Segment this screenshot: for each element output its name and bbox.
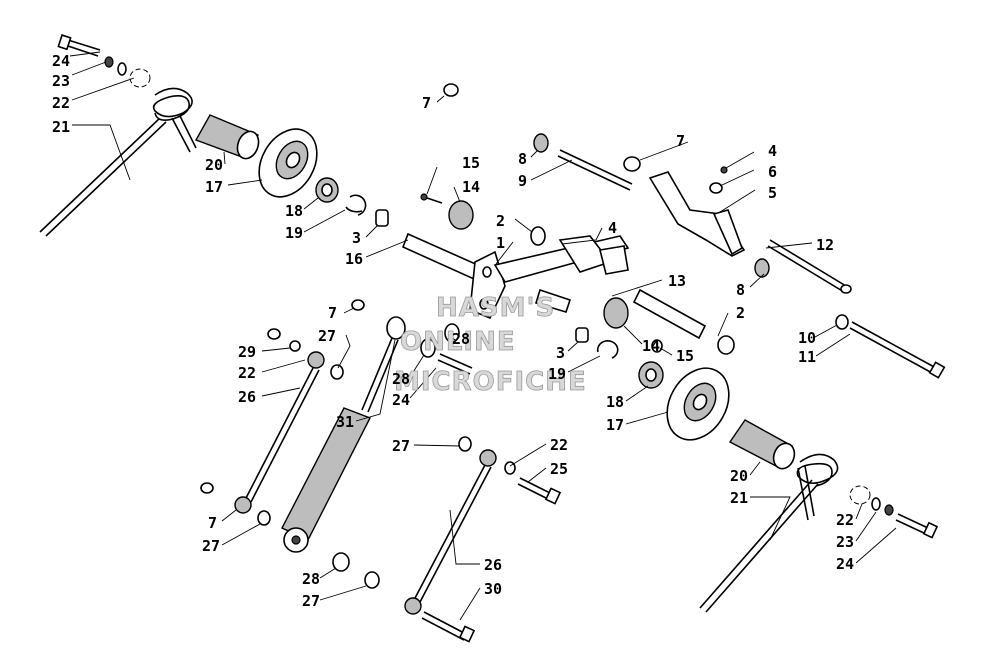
callout: 27: [318, 327, 336, 345]
bushing-upper: [420, 193, 546, 246]
callout: 9: [518, 172, 527, 190]
callout: 27: [302, 592, 320, 610]
callout: 16: [345, 250, 363, 268]
tube-left: [194, 114, 260, 160]
callout: 13: [668, 272, 686, 290]
callout: 7: [422, 94, 431, 112]
watermark-line-1: HASM'S: [436, 293, 555, 323]
callout: 22: [550, 436, 568, 454]
callout: 23: [836, 533, 854, 551]
bushing-lower: [575, 297, 663, 359]
callout: 15: [676, 347, 694, 365]
callout: 30: [484, 580, 502, 598]
upper-rod: [443, 83, 641, 191]
axle-right: [632, 288, 735, 355]
spring-arm-left: [39, 87, 197, 237]
callout: 18: [606, 393, 624, 411]
bolt-washers-right: [849, 485, 939, 539]
callout: 2: [496, 212, 505, 230]
callout: 7: [676, 132, 685, 150]
callout: 28: [392, 370, 410, 388]
shock-absorber: [281, 316, 406, 553]
bracket: [648, 166, 746, 257]
callout: 17: [606, 416, 624, 434]
tube-right: [728, 419, 796, 470]
callout: 7: [208, 514, 217, 532]
bottom-bushings: [332, 552, 380, 589]
callout: 3: [352, 229, 361, 247]
callout: 22: [238, 364, 256, 382]
callout: 19: [285, 224, 303, 242]
callout: 20: [205, 156, 223, 174]
callout: 31: [336, 413, 354, 431]
callout: 27: [392, 437, 410, 455]
callout: 24: [52, 52, 70, 70]
callout: 6: [768, 163, 777, 181]
right-rod: [754, 239, 852, 294]
link-rod-right: [404, 436, 562, 643]
callout: 14: [462, 178, 480, 196]
callout: 2: [736, 304, 745, 322]
watermark-line-3: MICROFICHE: [394, 367, 587, 397]
watermark-line-2: ONLINE: [400, 327, 516, 357]
callout-labels: 24 23 22 21 20 17 18 19 3 16 7 8 9 7 4 6…: [52, 52, 854, 610]
callout: 10: [798, 329, 816, 347]
callout: 1: [496, 234, 505, 252]
callout: 14: [642, 337, 660, 355]
callout: 23: [52, 72, 70, 90]
callout: 3: [556, 344, 565, 362]
callout: 4: [608, 219, 617, 237]
callout: 19: [548, 365, 566, 383]
callout: 26: [238, 388, 256, 406]
callout: 7: [328, 304, 337, 322]
callout: 11: [798, 348, 816, 366]
callout: 20: [730, 467, 748, 485]
callout: 17: [205, 178, 223, 196]
callout: 15: [462, 154, 480, 172]
long-bolt: [835, 314, 946, 379]
idler-wheel-right: [638, 361, 730, 441]
callout: 26: [484, 556, 502, 574]
bearing-left: [315, 177, 367, 216]
idler-wheel-left: [258, 128, 318, 198]
callout: 4: [768, 142, 777, 160]
link-rod-left: [200, 328, 344, 526]
callout: 28: [302, 570, 320, 588]
callout: 25: [550, 460, 568, 478]
callout: 27: [202, 537, 220, 555]
watermark: HASM'S ONLINE MICROFICHE: [394, 293, 587, 398]
callout: 29: [238, 343, 256, 361]
bolt-washers-left: [57, 34, 151, 88]
main-frame: [469, 235, 630, 320]
callout: 5: [768, 184, 777, 202]
callout: 21: [730, 489, 748, 507]
callout: 8: [518, 150, 527, 168]
callout: 22: [836, 511, 854, 529]
center-bushings: [351, 299, 473, 375]
leader-lines: [69, 51, 897, 621]
spring-arm-right: [699, 453, 839, 613]
callout: 8: [736, 281, 745, 299]
callout: 21: [52, 118, 70, 136]
callout: 12: [816, 236, 834, 254]
callout: 22: [52, 94, 70, 112]
callout: 18: [285, 202, 303, 220]
callout: 28: [452, 330, 470, 348]
callout: 24: [836, 555, 854, 573]
callout: 24: [392, 391, 410, 409]
